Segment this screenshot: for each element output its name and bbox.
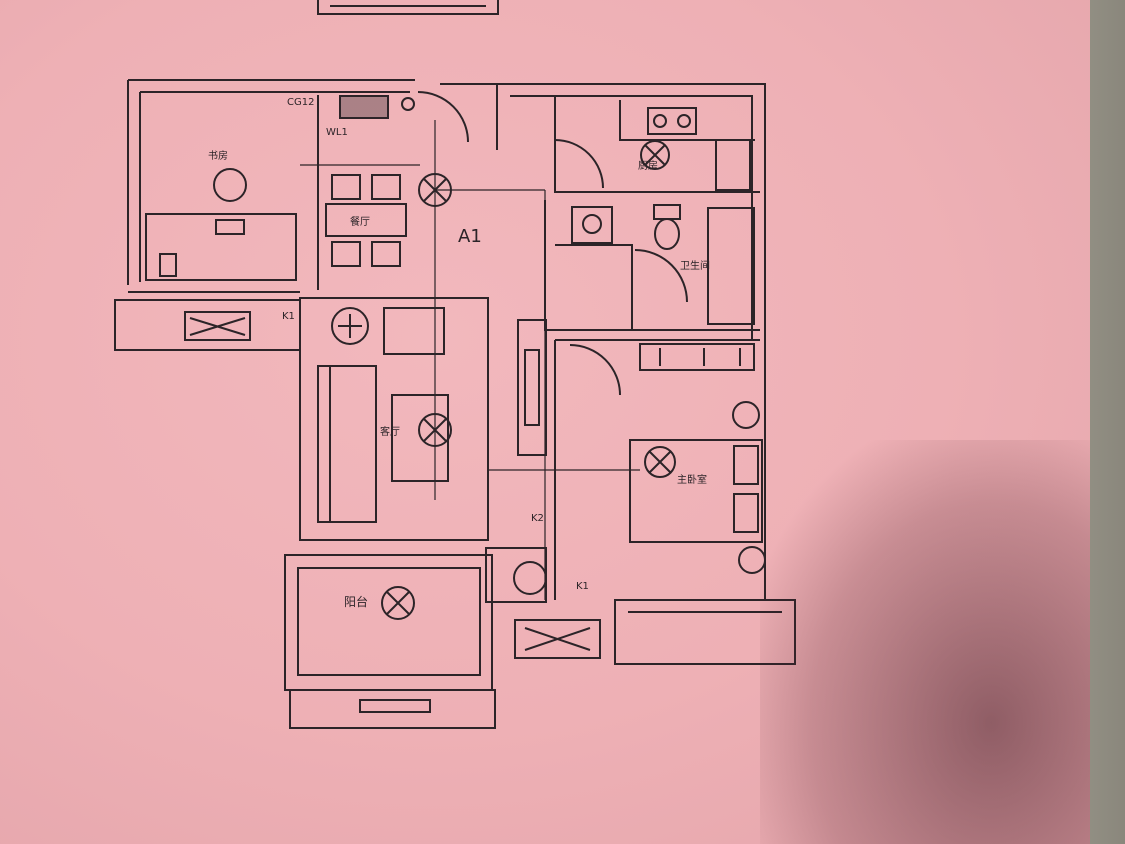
kitchen-light bbox=[640, 140, 670, 170]
wiring bbox=[300, 120, 545, 500]
room-label-bathroom: 卫生间 bbox=[680, 261, 710, 272]
room-label-balcony: 阳台 bbox=[344, 595, 369, 609]
kitchen-door-swing bbox=[554, 139, 604, 189]
washbasin bbox=[571, 206, 613, 244]
room-label-living: 客厅 bbox=[380, 427, 400, 438]
tag-window-k1-left: K1 bbox=[282, 311, 295, 322]
dining-chair-1 bbox=[331, 174, 361, 200]
k1-window-bottom bbox=[514, 619, 601, 659]
door-knob bbox=[401, 97, 415, 111]
dining-chair-4 bbox=[371, 241, 401, 267]
dining-chair-3 bbox=[331, 241, 361, 267]
tag-window-k2: K2 bbox=[531, 513, 544, 524]
nightstand-top bbox=[732, 401, 760, 429]
room-label-dining: 餐厅 bbox=[350, 217, 370, 228]
tag-window-k1-right: K1 bbox=[576, 581, 589, 592]
armchair bbox=[383, 307, 445, 355]
bedroom-door-swing bbox=[569, 344, 621, 396]
wardrobe-block bbox=[339, 95, 389, 119]
stove bbox=[647, 107, 697, 135]
room-label-master-bedroom: 主卧室 bbox=[677, 475, 707, 486]
tv-cabinet bbox=[517, 319, 547, 456]
unit-label: A1 bbox=[458, 226, 482, 247]
k1-window-left bbox=[184, 311, 251, 341]
tag-wardrobe: WL1 bbox=[326, 127, 348, 138]
shower bbox=[707, 207, 755, 325]
washer-drum bbox=[513, 561, 547, 595]
entry-wall bbox=[440, 83, 498, 150]
study-desk bbox=[145, 213, 297, 281]
wiring-bedroom bbox=[488, 190, 640, 600]
sofa bbox=[317, 365, 377, 523]
toilet-tank bbox=[653, 204, 681, 220]
fan-unit bbox=[331, 307, 369, 345]
bathroom-door-swing bbox=[634, 249, 688, 303]
bedroom-light bbox=[644, 446, 676, 478]
study-monitor bbox=[215, 219, 245, 235]
room-label-kitchen: 厨房 bbox=[638, 161, 658, 172]
study-lower-wall bbox=[114, 291, 301, 351]
balcony-sill bbox=[289, 689, 496, 729]
kitchen-wall bbox=[554, 96, 760, 193]
balcony-light bbox=[381, 586, 415, 620]
floor-plan-drawing bbox=[114, 0, 796, 729]
top-fragment bbox=[317, 0, 499, 15]
balcony-wall bbox=[284, 554, 493, 691]
kitchen-sink bbox=[715, 139, 751, 191]
washer bbox=[485, 547, 547, 603]
pillow-2 bbox=[733, 493, 759, 533]
photo-shadow bbox=[760, 440, 1090, 844]
dining-table bbox=[325, 203, 407, 237]
living-light bbox=[418, 413, 452, 447]
bathroom-wall bbox=[544, 200, 760, 331]
wardrobe-bedroom bbox=[639, 343, 755, 371]
dining-chair-2 bbox=[371, 174, 401, 200]
study-cabinet bbox=[159, 253, 177, 277]
sofa-back bbox=[317, 365, 331, 523]
bed bbox=[629, 439, 763, 543]
room-label-study: 书房 bbox=[208, 151, 228, 162]
toilet bbox=[654, 218, 680, 250]
living-room-wall bbox=[299, 297, 489, 541]
outer-wall bbox=[127, 79, 415, 285]
entry-door-swing bbox=[417, 91, 469, 143]
tag-storage: CG12 bbox=[287, 97, 315, 108]
pillow-1 bbox=[733, 445, 759, 485]
study-chair bbox=[213, 168, 247, 202]
kitchen-counter bbox=[619, 100, 755, 141]
outer-wall-right-block bbox=[497, 83, 766, 600]
